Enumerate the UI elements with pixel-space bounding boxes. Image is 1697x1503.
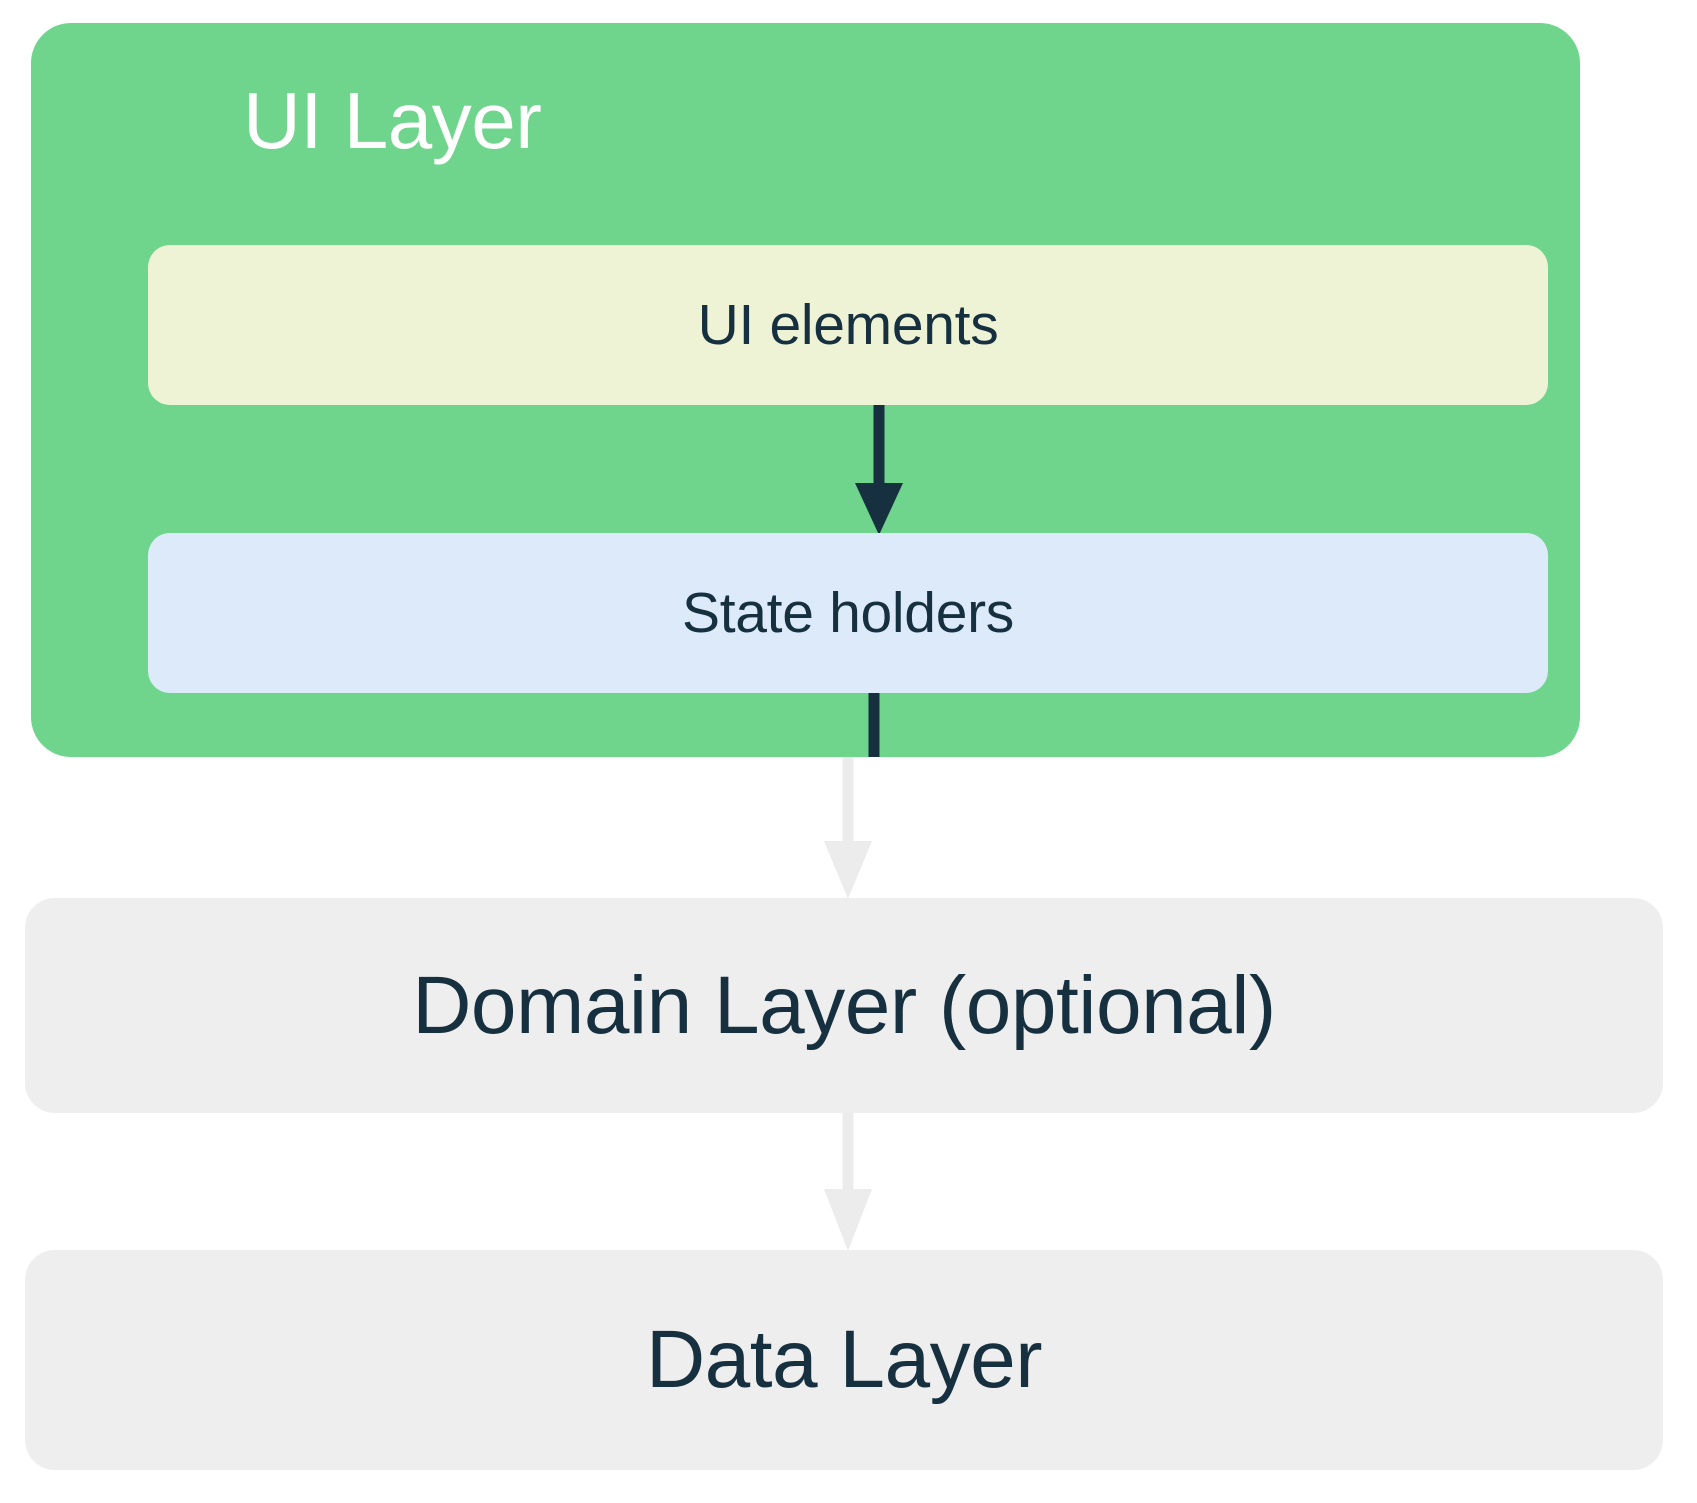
data-layer-box: Data Layer [25, 1250, 1663, 1470]
data-layer-label: Data Layer [645, 1314, 1043, 1405]
arrow-ui-elements-to-state-holders [848, 405, 910, 535]
ui-layer-title: UI Layer [243, 76, 542, 165]
arrow-state-holders-stub [843, 693, 905, 757]
ui-elements-label: UI elements [697, 292, 999, 357]
state-holders-label: State holders [682, 580, 1014, 645]
state-holders-box: State holders [148, 533, 1548, 693]
domain-layer-label: Domain Layer (optional) [412, 959, 1276, 1051]
domain-layer-box: Domain Layer (optional) [25, 898, 1663, 1113]
arrow-state-holders-to-domain-layer [812, 757, 884, 899]
arrow-domain-layer-to-data-layer [812, 1113, 884, 1251]
ui-layer-container: UI Layer UI elements State holders [31, 23, 1580, 757]
ui-elements-box: UI elements [148, 245, 1548, 405]
